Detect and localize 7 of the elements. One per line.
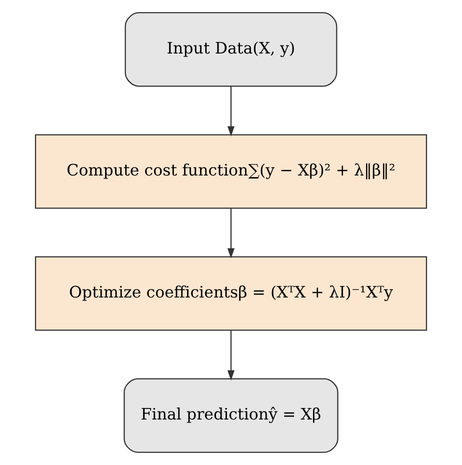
node-box: Input Data(X, y) [124,12,338,87]
arrow [227,330,235,380]
arrow [227,86,235,136]
node-box: Optimize coefficientsβ = (XᵀX + λI)⁻¹Xᵀy [34,256,428,331]
node-box: Compute cost function∑(y − Xβ)² + λ‖β‖² [34,134,428,209]
node-box: Final predictionŷ = Xβ [124,378,338,453]
arrow [227,208,235,258]
